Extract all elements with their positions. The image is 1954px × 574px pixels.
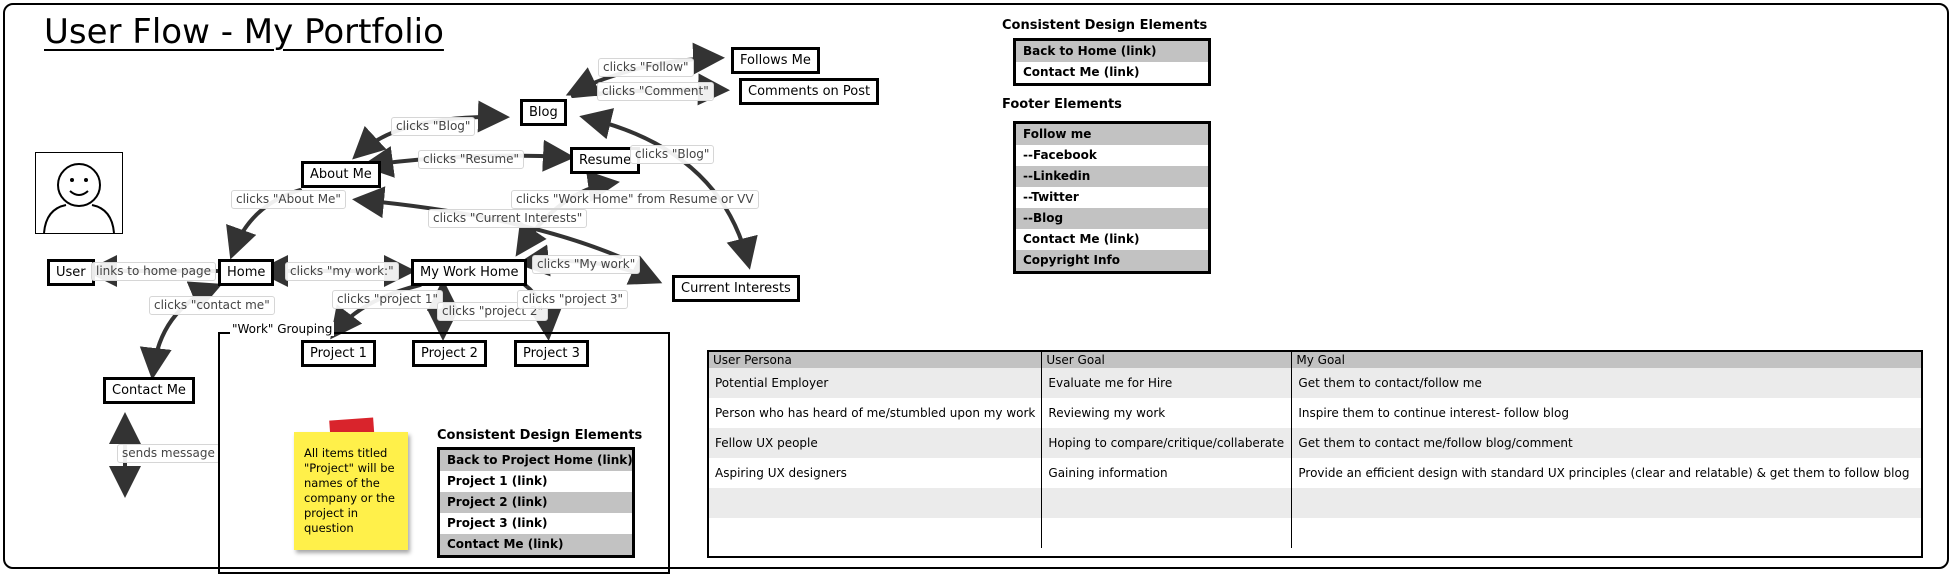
label-clicks-current: clicks "Current Interests" <box>428 209 588 228</box>
table-cell: Gaining information <box>1041 458 1293 488</box>
table-cell: Provide an efficient design with standar… <box>1298 466 1910 480</box>
goals-table: User Persona User Goal My Goal Potential… <box>707 350 1923 558</box>
table-cell: Reviewing my work <box>1041 398 1293 428</box>
site-design-item[interactable]: Contact Me (link) <box>1023 65 1140 79</box>
table-row <box>709 488 1921 518</box>
sticky-note: All items titled "Project" will be names… <box>294 432 408 550</box>
user-avatar-icon <box>35 152 123 234</box>
table-row: Potential Employer Evaluate me for Hire … <box>709 368 1921 398</box>
column-header: User Persona <box>709 352 1043 368</box>
footer-item[interactable]: Follow me <box>1016 124 1208 145</box>
work-design-item[interactable]: Project 2 (link) <box>440 492 632 513</box>
label-clicks-my-work-2: clicks "My work" <box>532 255 641 274</box>
node-about-me[interactable]: About Me <box>301 161 381 188</box>
footer-item[interactable]: Contact Me (link) <box>1023 232 1140 246</box>
column-header: My Goal <box>1291 352 1921 368</box>
table-cell: Evaluate me for Hire <box>1041 368 1293 398</box>
work-design-item[interactable]: Project 1 (link) <box>447 474 548 488</box>
node-my-work-home[interactable]: My Work Home <box>411 259 528 286</box>
table-cell: Potential Employer <box>709 368 1043 398</box>
node-blog[interactable]: Blog <box>520 99 567 126</box>
table-cell: Get them to contact me/follow blog/comme… <box>1291 428 1921 458</box>
label-clicks-about: clicks "About Me" <box>231 190 346 209</box>
table-row: Person who has heard of me/stumbled upon… <box>709 398 1921 428</box>
label-clicks-resume: clicks "Resume" <box>418 150 525 169</box>
work-grouping-label: "Work" Grouping <box>230 322 335 336</box>
footer-item[interactable]: --Blog <box>1016 208 1208 229</box>
label-clicks-p1: clicks "project 1" <box>332 290 444 309</box>
table-cell <box>1291 488 1921 518</box>
table-cell: Inspire them to continue interest- follo… <box>1298 406 1569 420</box>
work-design-list: Back to Project Home (link) Project 1 (l… <box>437 447 635 558</box>
table-cell: Person who has heard of me/stumbled upon… <box>709 398 1043 428</box>
footer-item[interactable]: --Facebook <box>1023 148 1097 162</box>
table-row: Fellow UX people Hoping to compare/criti… <box>709 428 1921 458</box>
label-clicks-contact: clicks "contact me" <box>149 296 275 315</box>
node-contact-me[interactable]: Contact Me <box>103 377 195 404</box>
table-row <box>709 518 1921 548</box>
work-design-item[interactable]: Back to Project Home (link) <box>440 450 633 471</box>
footer-item[interactable]: --Twitter <box>1023 190 1079 204</box>
node-resume[interactable]: Resume <box>570 147 641 174</box>
node-user[interactable]: User <box>47 259 95 286</box>
site-design-list: Back to Home (link) Contact Me (link) <box>1013 38 1211 86</box>
work-design-item[interactable]: Project 3 (link) <box>447 516 548 530</box>
label-clicks-blog-1: clicks "Blog" <box>391 117 476 136</box>
node-home[interactable]: Home <box>218 259 275 286</box>
arrow-blog-interests <box>579 108 758 270</box>
node-follows-me[interactable]: Follows Me <box>731 47 820 74</box>
footer-item[interactable]: Copyright Info <box>1016 250 1208 271</box>
footer-list: Follow me --Facebook --Linkedin --Twitte… <box>1013 121 1211 274</box>
work-design-heading: Consistent Design Elements <box>437 428 643 443</box>
footer-heading: Footer Elements <box>1002 97 1122 112</box>
work-grouping-box <box>218 332 670 574</box>
node-project-1[interactable]: Project 1 <box>301 340 376 367</box>
node-comments-on-post[interactable]: Comments on Post <box>739 78 880 105</box>
table-cell <box>709 518 1043 548</box>
node-project-2[interactable]: Project 2 <box>412 340 487 367</box>
node-current-interests[interactable]: Current Interests <box>672 275 800 302</box>
node-project-3[interactable]: Project 3 <box>514 340 589 367</box>
table-cell: Fellow UX people <box>709 428 1043 458</box>
table-cell <box>1292 518 1921 548</box>
site-design-heading: Consistent Design Elements <box>1002 18 1208 33</box>
column-header: User Goal <box>1041 352 1293 368</box>
label-sends-message: sends message <box>117 444 220 463</box>
table-cell <box>1041 488 1293 518</box>
table-cell: Aspiring UX designers <box>709 458 1043 488</box>
work-design-item[interactable]: Contact Me (link) <box>440 534 632 555</box>
table-cell: Hoping to compare/critique/collaberate <box>1041 428 1293 458</box>
canvas-frame <box>3 3 1949 569</box>
table-header-row: User Persona User Goal My Goal <box>709 352 1921 368</box>
footer-item[interactable]: --Linkedin <box>1016 166 1208 187</box>
label-clicks-comment: clicks "Comment" <box>597 82 714 101</box>
table-cell <box>709 488 1043 518</box>
site-design-item[interactable]: Back to Home (link) <box>1016 41 1208 62</box>
arrow-home-contact <box>139 281 223 380</box>
table-row: Aspiring UX designers Gaining informatio… <box>709 458 1921 488</box>
label-clicks-follow: clicks "Follow" <box>598 58 694 77</box>
table-cell: Get them to contact/follow me <box>1291 368 1921 398</box>
page-title: User Flow - My Portfolio <box>44 12 444 52</box>
label-clicks-my-work: clicks "my work:" <box>285 262 399 281</box>
label-clicks-p3: clicks "project 3" <box>517 290 629 309</box>
label-links-home: links to home page <box>91 262 216 281</box>
label-clicks-work-home: clicks "Work Home" from Resume or VV <box>511 190 759 209</box>
table-cell <box>1041 518 1293 548</box>
label-clicks-blog-2: clicks "Blog" <box>630 145 715 164</box>
